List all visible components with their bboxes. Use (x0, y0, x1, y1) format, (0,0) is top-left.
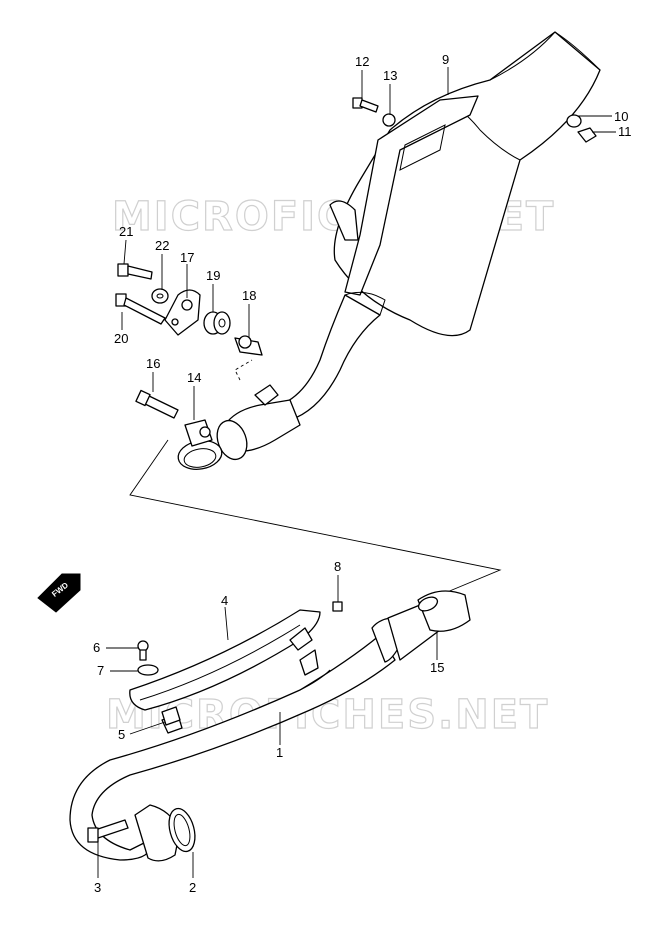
bolt-21 (117, 263, 153, 280)
callout-1: 1 (276, 745, 283, 760)
callout-12: 12 (355, 54, 369, 69)
callout-11: 11 (618, 124, 632, 139)
callout-7: 7 (97, 663, 104, 678)
washer-7 (137, 664, 159, 676)
bracket-17 (164, 289, 201, 336)
leader-lines (97, 67, 616, 878)
callout-20: 20 (114, 331, 128, 346)
muffler-inlet-pipe (279, 291, 386, 421)
callout-15: 15 (430, 660, 444, 675)
muffler-9 (329, 31, 601, 337)
clip-5 (161, 706, 181, 726)
callout-22: 22 (155, 238, 169, 253)
callout-5: 5 (118, 727, 125, 742)
fwd-arrow: FWD (37, 573, 81, 613)
callout-18: 18 (242, 288, 256, 303)
callout-3: 3 (94, 880, 101, 895)
callout-13: 13 (383, 68, 397, 83)
bolt-12 (352, 97, 379, 113)
bolt-16 (135, 389, 179, 419)
nut-11 (577, 127, 597, 143)
callout-14: 14 (187, 370, 201, 385)
callout-6: 6 (93, 640, 100, 655)
stud-bolt-3 (87, 819, 129, 843)
callout-16: 16 (146, 356, 160, 371)
exhaust-pipe-1 (69, 590, 471, 861)
callout-10: 10 (614, 109, 628, 124)
washer-13 (382, 113, 396, 127)
flange-gasket-2 (134, 804, 196, 862)
washer-22 (151, 288, 169, 304)
callout-2: 2 (189, 880, 196, 895)
screw-8 (332, 601, 343, 612)
heat-shield-4 (129, 609, 321, 711)
pipe-joint (177, 384, 301, 470)
callout-labels: 9 12 13 10 11 21 22 17 19 18 20 16 14 8 … (93, 52, 632, 895)
callout-17: 17 (180, 250, 194, 265)
callout-9: 9 (442, 52, 449, 67)
grommet-19 (203, 311, 231, 335)
bolt-20 (115, 293, 166, 325)
collar-18 (234, 335, 263, 356)
callout-21: 21 (119, 224, 133, 239)
callout-8: 8 (334, 559, 341, 574)
callout-4: 4 (221, 593, 228, 608)
callout-19: 19 (206, 268, 220, 283)
grommet-10 (566, 114, 582, 128)
bolt-6 (137, 640, 149, 661)
